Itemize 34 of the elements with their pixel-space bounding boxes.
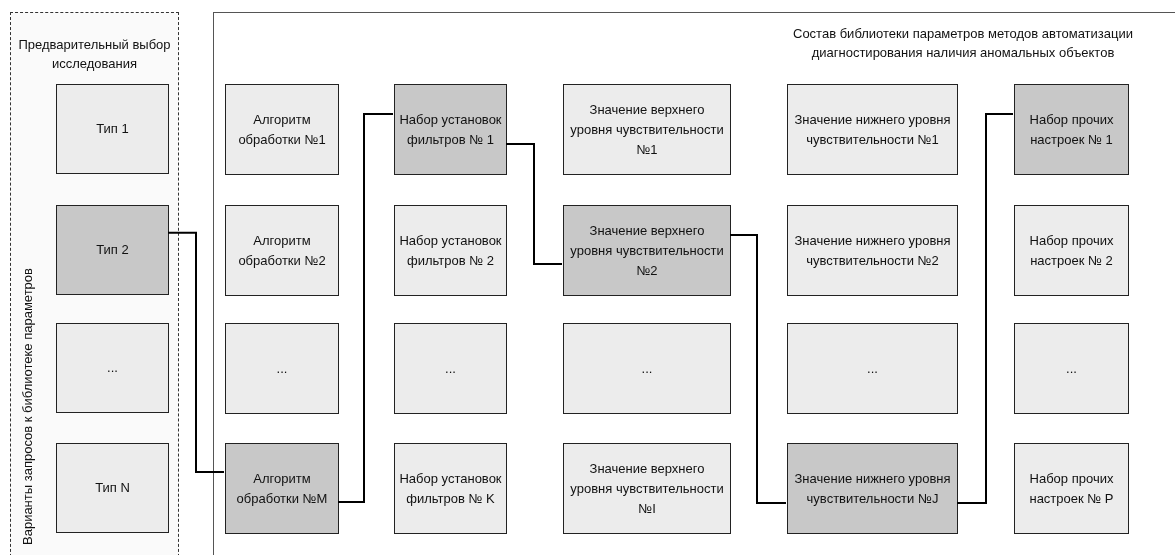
parameter-box: Тип 1 bbox=[56, 84, 169, 174]
parameter-box: Значение верхнего уровня чувствительности №I bbox=[563, 443, 731, 534]
connector-line bbox=[505, 142, 563, 266]
connector-line bbox=[956, 112, 1014, 504]
group-panel bbox=[213, 12, 1175, 555]
parameter-box: Значение нижнего уровня чувствительности №2 bbox=[787, 205, 958, 296]
parameter-box: ... bbox=[1014, 323, 1129, 414]
vertical-panel-label: Варианты запросов к библиотеке параметров bbox=[20, 268, 36, 545]
parameter-box: Набор установок фильтров № K bbox=[394, 443, 507, 534]
parameter-box: ... bbox=[787, 323, 958, 414]
parameter-box: ... bbox=[394, 323, 507, 414]
parameter-box: Алгоритм обработки №2 bbox=[225, 205, 339, 296]
parameter-box: ... bbox=[225, 323, 339, 414]
dashed-group-panel bbox=[10, 12, 179, 555]
parameter-box: Алгоритм обработки №M bbox=[225, 443, 339, 534]
parameter-box: Значение верхнего уровня чувствительности №1 bbox=[563, 84, 731, 175]
parameter-box: Значение нижнего уровня чувствительности №1 bbox=[787, 84, 958, 175]
parameter-box: Набор установок фильтров № 2 bbox=[394, 205, 507, 296]
panel-title: Состав библиотеки параметров методов автоматизации диагностирования наличия аномальных объектов bbox=[792, 25, 1134, 62]
parameter-box: Алгоритм обработки №1 bbox=[225, 84, 339, 175]
parameter-box: Набор прочих настроек № 1 bbox=[1014, 84, 1129, 175]
parameter-box: Набор установок фильтров № 1 bbox=[394, 84, 507, 175]
parameter-box: Значение нижнего уровня чувствительности №J bbox=[787, 443, 958, 534]
connector-line bbox=[337, 112, 394, 504]
parameter-box: Набор прочих настроек № P bbox=[1014, 443, 1129, 534]
parameter-box: ... bbox=[56, 323, 169, 413]
connector-line bbox=[729, 233, 787, 504]
parameter-box: Тип 2 bbox=[56, 205, 169, 295]
connector-line bbox=[167, 231, 225, 474]
panel-title: Предварительный выбор исследования bbox=[17, 36, 172, 73]
parameter-box: Тип N bbox=[56, 443, 169, 533]
parameter-box: Значение верхнего уровня чувствительности №2 bbox=[563, 205, 731, 296]
parameter-box: Набор прочих настроек № 2 bbox=[1014, 205, 1129, 296]
parameter-box: ... bbox=[563, 323, 731, 414]
